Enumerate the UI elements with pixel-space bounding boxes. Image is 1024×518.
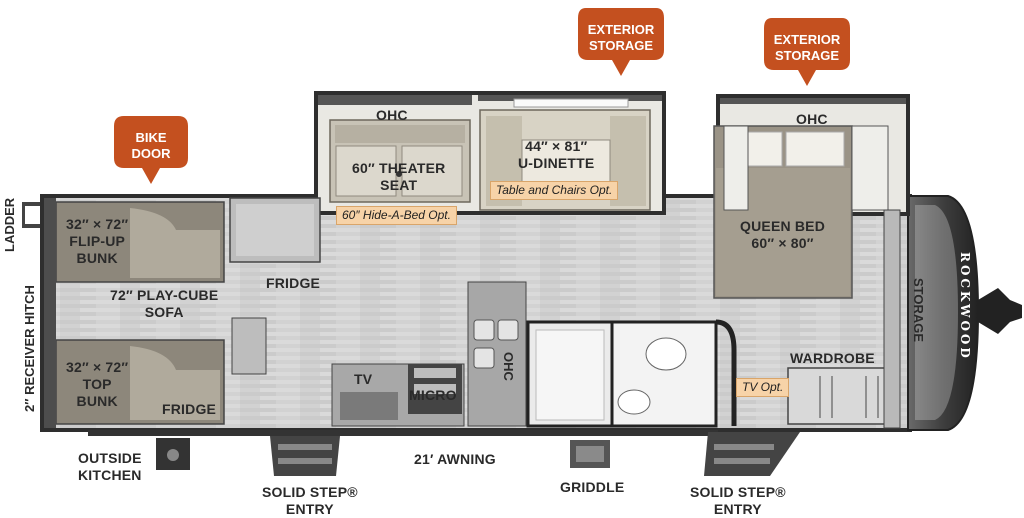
ohc-left-label: OHC — [376, 107, 408, 123]
wardrobe-label: WARDROBE — [790, 350, 875, 366]
bathroom — [526, 319, 737, 428]
storage-label: STORAGE — [911, 278, 926, 343]
entry-step-1 — [270, 436, 340, 476]
rear-wall-left — [44, 198, 56, 428]
wardrobe — [787, 367, 899, 425]
tv-label: TV — [354, 371, 373, 387]
outside-kitchen-box — [156, 438, 190, 470]
front-wall — [883, 209, 901, 429]
table-chairs-option: Table and Chairs Opt. — [490, 181, 619, 200]
fridge-main-box — [229, 197, 321, 263]
receiver-hitch-label: 2″ RECEIVER HITCH — [22, 285, 37, 412]
ohc-bedroom-label: OHC — [796, 111, 828, 127]
queen-bed — [713, 125, 889, 299]
flip-up-bunk — [55, 201, 225, 283]
tv-option: TV Opt. — [736, 378, 790, 397]
dinette-label: 44″ × 81″U-DINETTE — [518, 138, 595, 171]
ladder — [22, 202, 40, 228]
awning-bar — [88, 430, 718, 436]
fridge-outside-box — [231, 317, 267, 375]
hide-a-bed-option: 60″ Hide-A-Bed Opt. — [336, 206, 457, 225]
griddle-box — [570, 440, 610, 468]
ohc-kitchen-label: OHC — [501, 352, 516, 381]
kitchen-counter — [331, 281, 527, 427]
solid-step-entry-2-label: SOLID STEP®ENTRY — [690, 484, 786, 517]
micro-label: MICRO — [409, 387, 457, 403]
ladder-label: LADDER — [2, 197, 17, 252]
theater-seat — [329, 119, 471, 203]
entry-step-2 — [704, 432, 800, 476]
brand-logo: ROCKWOOD — [958, 252, 972, 361]
solid-step-entry-1-label: SOLID STEP®ENTRY — [262, 484, 358, 517]
top-bunk — [55, 339, 225, 425]
awning-label: 21′ AWNING — [414, 451, 496, 467]
fridge-main-label: FRIDGE — [266, 275, 321, 291]
griddle-label: GRIDDLE — [560, 479, 625, 495]
fridge-outside-label: FRIDGE — [162, 401, 217, 417]
front-cap — [907, 195, 1022, 431]
